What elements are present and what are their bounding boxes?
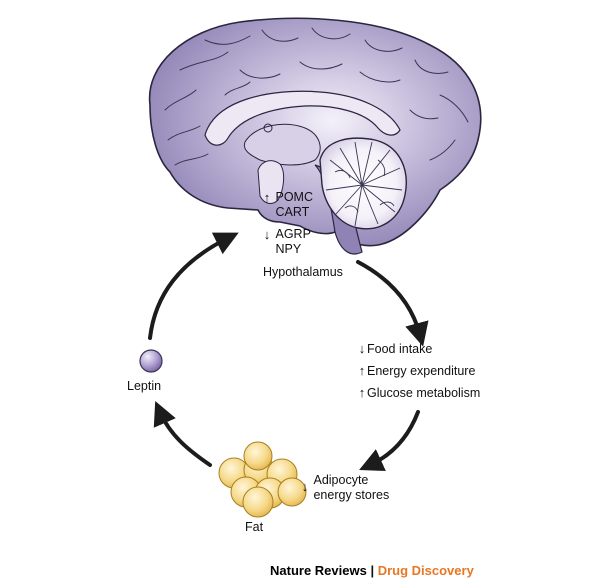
- pomc-cart-group: ↑ POMC CART: [262, 190, 313, 220]
- npy-label: NPY: [275, 242, 302, 256]
- down-arrow-icon: ↓: [358, 341, 366, 356]
- fat-label: Fat: [245, 520, 264, 534]
- cycle-arrow-brain-to-effects: [356, 260, 429, 347]
- up-arrow-icon: ↑: [358, 385, 366, 400]
- effect-energy-expenditure: ↑Energy expenditure: [357, 363, 476, 379]
- up-arrow-icon: ↑: [263, 190, 271, 205]
- pomc-label: POMC: [275, 190, 313, 204]
- effect-food-intake: ↓Food intake: [357, 341, 433, 357]
- hypothalamus-region: [257, 160, 285, 204]
- credit-separator: |: [370, 563, 375, 578]
- feedback-cycle: [148, 232, 429, 471]
- brain-outline: [148, 17, 482, 247]
- adipocyte-label: Adipocyte: [313, 473, 369, 487]
- cerebellum: [319, 137, 407, 230]
- fat-cells: [218, 441, 307, 518]
- effect-label: Food intake: [367, 342, 433, 356]
- effect-glucose-metabolism: ↑Glucose metabolism: [357, 385, 481, 401]
- leptin-label: Leptin: [127, 379, 162, 393]
- brain-illustration: [148, 17, 482, 255]
- agrp-label: AGRP: [275, 227, 311, 241]
- cycle-arrow-effects-to-fat: [359, 410, 420, 471]
- cycle-arrow-fat-to-leptin: [153, 400, 212, 467]
- energy-stores-label: energy stores: [313, 488, 390, 502]
- up-arrow-icon: ↑: [358, 363, 366, 378]
- thalamus: [243, 123, 321, 166]
- down-arrow-icon: ↓: [301, 479, 309, 494]
- journal-name: Nature Reviews: [270, 563, 367, 578]
- cycle-arrow-leptin-to-brain: [148, 232, 239, 340]
- corpus-callosum: [204, 90, 401, 146]
- adipocyte-stores-group: ↓ Adipocyte energy stores: [300, 473, 389, 503]
- agrp-npy-group: ↓ AGRP NPY: [262, 227, 311, 257]
- cart-label: CART: [275, 205, 310, 219]
- journal-section: Drug Discovery: [377, 563, 474, 578]
- hypothalamus-label: Hypothalamus: [263, 265, 343, 279]
- journal-credit: Nature Reviews | Drug Discovery: [270, 563, 474, 578]
- effect-label: Energy expenditure: [367, 364, 476, 378]
- down-arrow-icon: ↓: [263, 227, 271, 242]
- effect-label: Glucose metabolism: [367, 386, 481, 400]
- leptin-molecule: [139, 349, 163, 373]
